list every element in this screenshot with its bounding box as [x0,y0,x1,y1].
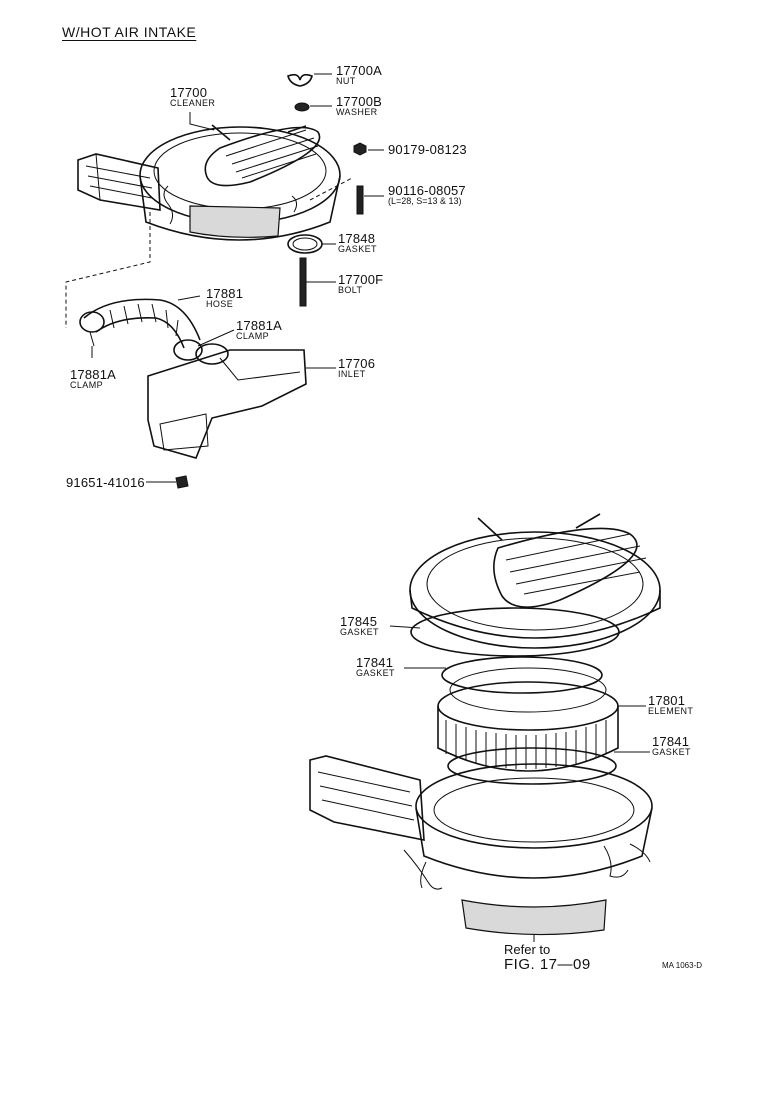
part-note: (L=28, S=13 & 13) [388,196,462,206]
part-name: GASKET [338,244,377,254]
exploded-lid-drawing [409,513,661,649]
drawing-code: MA 1063-D [662,961,703,970]
part-name: HOSE [206,299,234,309]
part-number: 17841 [356,655,394,670]
hex-nut-drawing [353,142,367,156]
label-clamp-17881a-right: 17881A CLAMP [236,319,282,341]
part-number: 17841 [652,734,690,749]
part-number: 17706 [338,356,376,371]
gasket-17845-drawing [410,607,620,657]
part-name: CLEANER [170,98,216,108]
part-number: 90179-08123 [388,142,467,157]
part-name: GASKET [340,627,379,637]
label-nut-90179: 90179-08123 [388,143,467,156]
clamp-right-drawing [173,339,203,361]
part-name: ELEMENT [648,706,694,716]
part-number: 17881A [70,367,117,382]
part-number: 17700F [338,272,384,287]
part-name: BOLT [338,285,363,295]
label-bolt-17700f: 17700F BOLT [338,273,383,295]
part-number: 17801 [648,693,686,708]
hose-drawing [83,298,201,349]
part-number: 91651-41016 [66,475,145,490]
housing-bottom-drawing [309,755,653,890]
gasket-17841-bottom-drawing [447,747,617,785]
part-number: 17700 [170,85,208,100]
part-number: 17848 [338,231,376,246]
wing-nut-drawing [287,73,313,87]
leader-lines [91,73,650,753]
label-cleaner-17700: 17700 CLEANER [170,86,215,108]
label-washer-17700b: 17700B WASHER [336,95,382,117]
clamp-left-drawing [79,311,105,333]
refer-figure-number: FIG. 17—09 [504,956,591,973]
refer-to-figure: Refer to FIG. 17—09 [504,942,591,972]
part-number: 17881 [206,286,244,301]
part-number: 17881A [236,318,283,333]
part-name: WASHER [336,107,378,117]
label-gasket-17848: 17848 GASKET [338,232,377,254]
label-element-17801: 17801 ELEMENT [648,694,693,716]
bolt-drawing [299,257,307,307]
part-name: INLET [338,369,366,379]
part-number: 90116-08057 [388,183,466,198]
label-hose-17881: 17881 HOSE [206,287,243,309]
part-name: GASKET [652,747,691,757]
label-gasket-17841-top: 17841 GASKET [356,656,395,678]
diagram-heading: W/HOT AIR INTAKE [62,24,197,40]
part-name: CLAMP [236,331,270,341]
label-gasket-17845: 17845 GASKET [340,615,379,637]
refer-line: Refer to [504,942,551,957]
part-name: CLAMP [70,380,104,390]
air-cleaner-assembly-drawing [77,124,341,241]
label-screw-91651: 91651-41016 [66,476,145,489]
part-name: GASKET [356,668,395,678]
label-nut-17700a: 17700A NUT [336,64,382,86]
element-drawing [437,667,619,772]
part-number: 17700B [336,94,383,109]
inlet-drawing [147,343,307,459]
label-clamp-17881a-left: 17881A CLAMP [70,368,116,390]
label-stud-90116: 90116-08057 (L=28, S=13 & 13) [388,184,466,206]
label-inlet-17706: 17706 INLET [338,357,375,379]
gasket-17841-top-drawing [441,656,603,694]
part-name: NUT [336,76,356,86]
label-gasket-17841-bottom: 17841 GASKET [652,735,691,757]
screw-drawing [175,475,189,489]
refer-part-drawing [461,899,607,936]
washer-drawing [294,102,310,112]
part-number: 17700A [336,63,383,78]
stud-drawing [356,185,364,215]
part-number: 17845 [340,614,378,629]
